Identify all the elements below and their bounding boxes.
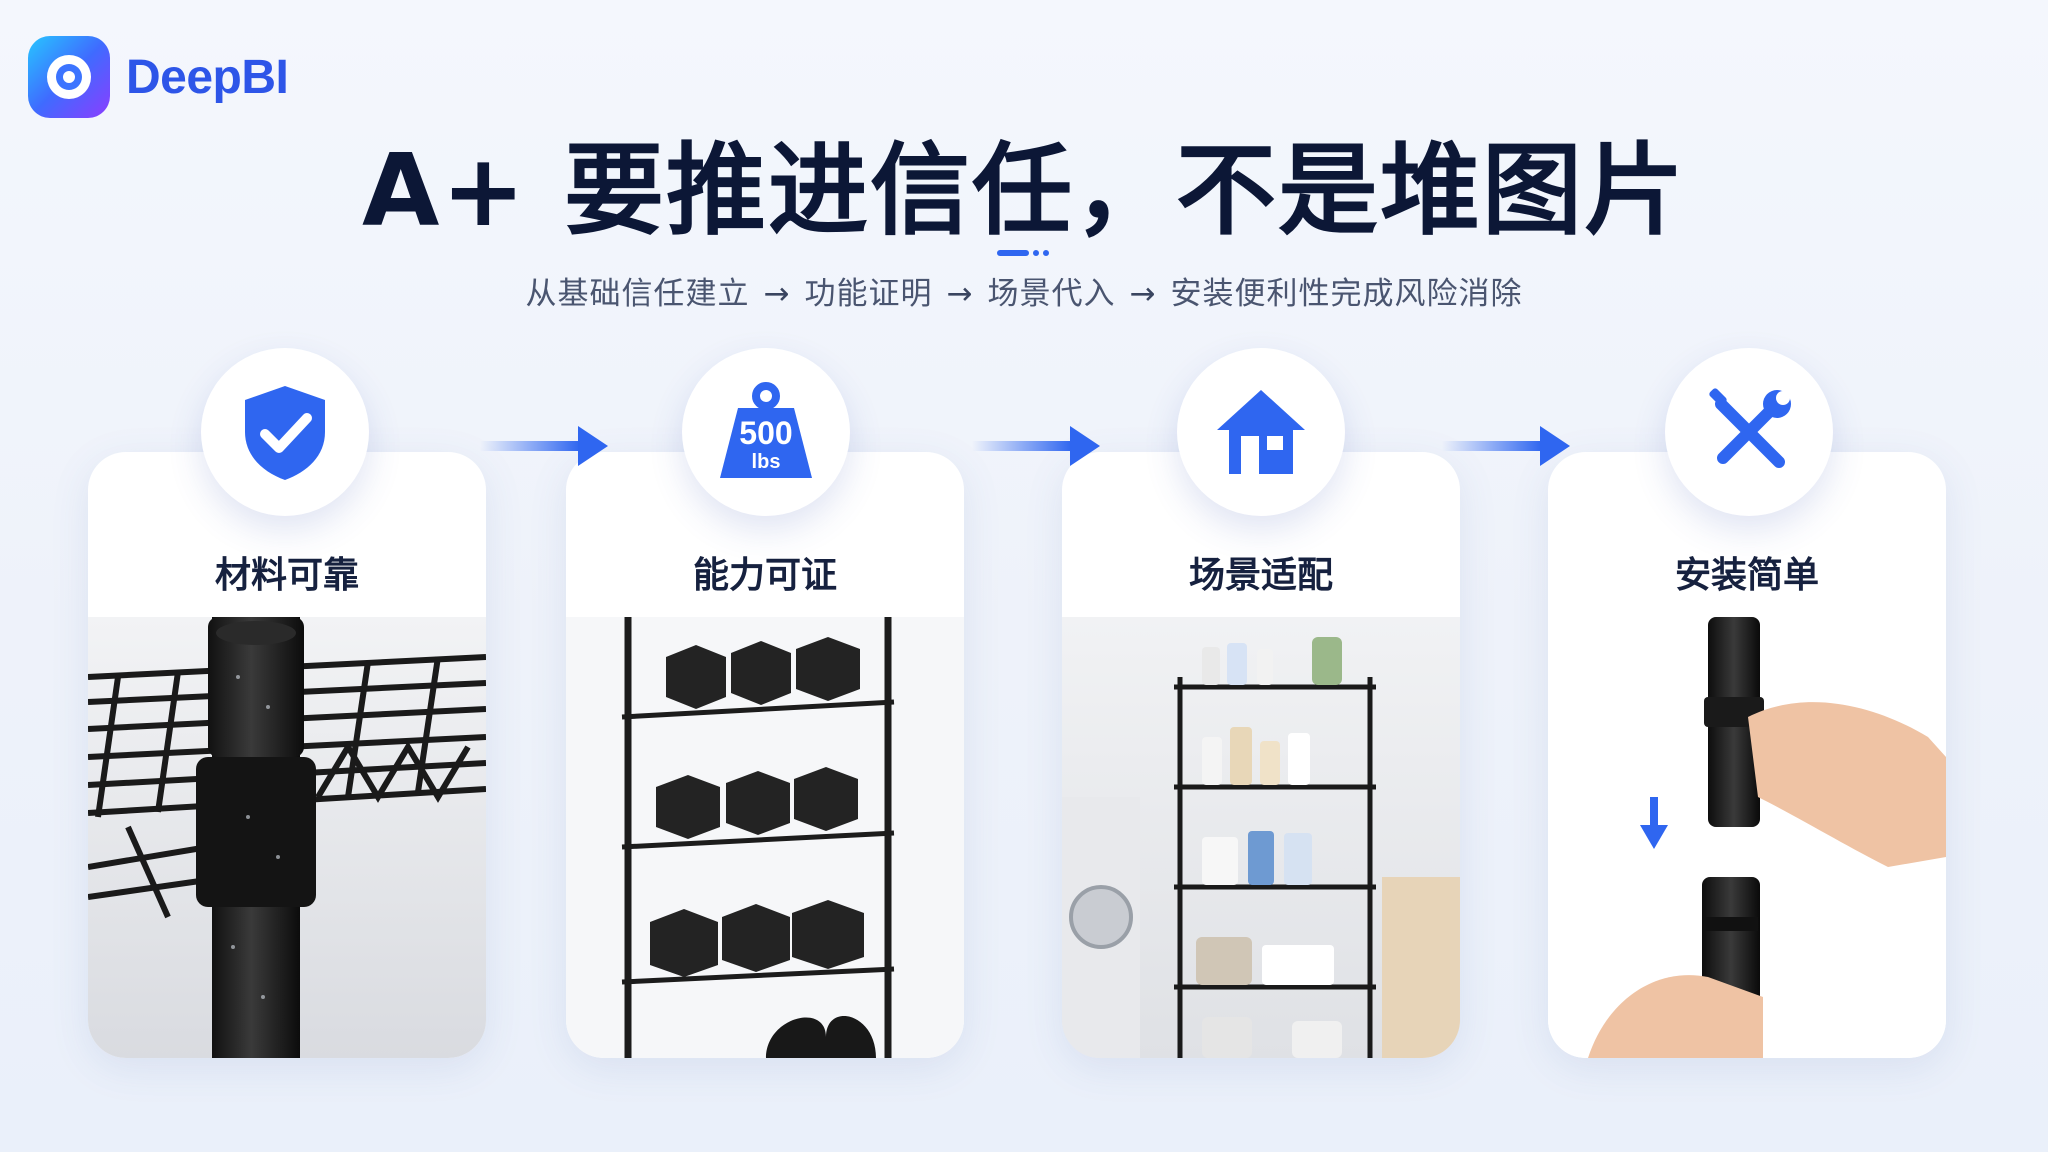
- card-scenario: 场景适配: [1062, 452, 1460, 1058]
- card-material: 材料可靠: [88, 452, 486, 1058]
- brand-logo: DeepBI: [28, 36, 289, 118]
- laundry-room-shelf-image: [1062, 617, 1460, 1058]
- subtitle-step-3: 场景代入: [987, 276, 1116, 312]
- weight-unit: lbs: [752, 451, 781, 473]
- shield-check-icon: [245, 386, 325, 480]
- card-icon-badge: 500 lbs: [682, 348, 850, 516]
- card-label: 场景适配: [1188, 555, 1333, 596]
- page-subtitle: 从基础信任建立 → 功能证明 → 场景代入 → 安装便利性完成风险消除: [0, 268, 2048, 313]
- title-underline: [997, 250, 1049, 256]
- subtitle-step-2: 功能证明: [804, 276, 933, 312]
- card-icon-badge: [201, 348, 369, 516]
- card-label: 能力可证: [692, 555, 837, 596]
- brand-name: DeepBI: [126, 50, 289, 104]
- subtitle-arrow-icon: →: [946, 276, 974, 312]
- subtitle-arrow-icon: →: [1129, 276, 1157, 312]
- card-label: 材料可靠: [214, 555, 359, 596]
- flow-arrow-icon: [480, 426, 608, 466]
- subtitle-step-4: 安装便利性完成风险消除: [1170, 276, 1523, 312]
- wrench-screwdriver-icon: [1709, 388, 1791, 468]
- flow-arrow-icon: [972, 426, 1100, 466]
- card-installation: 安装简单: [1548, 452, 1946, 1058]
- pole-assembly-image: [1548, 617, 1946, 1058]
- subtitle-arrow-icon: →: [763, 276, 791, 312]
- card-icon-badge: [1665, 348, 1833, 516]
- flow-arrow-icon: [1442, 426, 1570, 466]
- weight-value: 500: [739, 415, 792, 451]
- page-title: A+ 要推进信任，不是堆图片: [362, 132, 1686, 249]
- dumbbell-rack-image: [566, 617, 964, 1058]
- shelf-pole-closeup-image: [88, 617, 486, 1058]
- card-icon-badge: [1177, 348, 1345, 516]
- subtitle-step-1: 从基础信任建立: [525, 276, 750, 312]
- weight-500lbs-icon: 500 lbs: [720, 382, 812, 478]
- deepbi-logo-icon: [28, 36, 110, 118]
- card-label: 安装简单: [1674, 555, 1819, 596]
- card-capability: 能力可证: [566, 452, 964, 1058]
- house-icon: [1217, 390, 1305, 474]
